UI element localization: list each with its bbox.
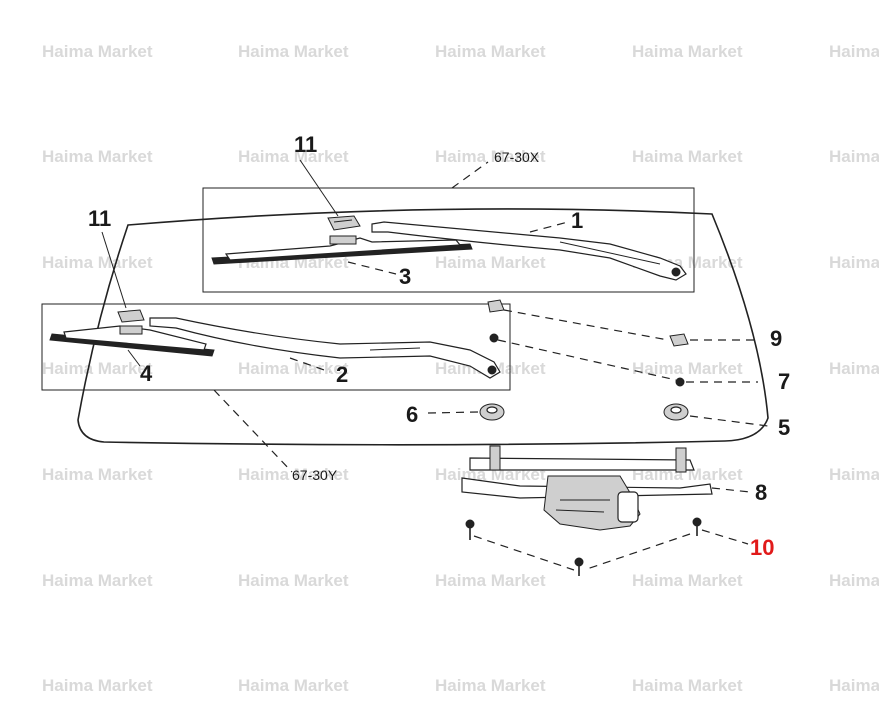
leader-8 <box>711 487 751 493</box>
leader-11a <box>299 159 339 217</box>
ref-label-upper: 67-30X <box>494 149 540 165</box>
watermark: Haima Market <box>632 359 743 378</box>
leader-2 <box>289 357 331 373</box>
callout-8: 8 <box>755 480 767 505</box>
callout-4: 4 <box>140 361 153 386</box>
watermark: Haima Market <box>435 147 546 166</box>
ref-label-lower: 67-30Y <box>292 467 338 483</box>
watermark: Haima Market <box>238 147 349 166</box>
leader-5 <box>689 415 769 427</box>
callout-1: 1 <box>571 208 583 233</box>
detail-box-lower <box>41 303 511 391</box>
watermark: Haima Market <box>435 676 546 695</box>
callout-3: 3 <box>399 264 411 289</box>
watermark: Haima Market <box>435 253 546 272</box>
leader-10 <box>473 533 691 571</box>
watermark: Haima Market <box>238 676 349 695</box>
watermark: Haima Market <box>829 465 879 484</box>
leader-upper-ref <box>451 161 489 189</box>
watermark: Haima Market <box>238 359 349 378</box>
watermark: Haima Market <box>435 42 546 61</box>
watermark: Haima Market <box>42 147 153 166</box>
callout-2: 2 <box>336 362 348 387</box>
watermark: Haima Market <box>238 42 349 61</box>
bushing-left <box>479 403 505 421</box>
wiper-arm-lower <box>149 317 501 379</box>
watermark: Haima Market <box>42 253 153 272</box>
callout-9: 9 <box>770 326 782 351</box>
watermark: Haima Market <box>829 253 879 272</box>
leader-4 <box>127 349 141 367</box>
clip-upper <box>327 215 361 231</box>
watermark: Haima Market <box>42 571 153 590</box>
leader-7 <box>497 339 677 381</box>
wiper-blade-lower <box>49 325 215 357</box>
clip-lower <box>117 309 145 323</box>
callout-5: 5 <box>778 415 790 440</box>
watermark: Haima Market <box>42 42 153 61</box>
detail-box-upper <box>202 187 695 293</box>
watermark: Haima Market <box>238 465 349 484</box>
bolt-left <box>465 519 475 540</box>
pivot-cap-upper <box>487 299 505 313</box>
windshield-outline <box>77 208 769 446</box>
watermark: Haima Market <box>829 571 879 590</box>
watermark: Haima Market <box>829 42 879 61</box>
watermark: Haima Market <box>632 571 743 590</box>
watermark: Haima Market <box>42 359 153 378</box>
nut-lower <box>675 377 685 387</box>
wiper-arm-upper <box>371 221 687 281</box>
callout-11-upper: 11 <box>294 132 317 157</box>
callout-11-lower: 11 <box>88 206 111 231</box>
leader-1 <box>529 221 569 233</box>
callout-7: 7 <box>778 369 790 394</box>
callout-10: 10 <box>750 535 774 560</box>
watermark: Haima Market <box>632 676 743 695</box>
watermark: Haima Market <box>42 465 153 484</box>
watermark: Haima Market <box>829 676 879 695</box>
watermark: Haima Market <box>42 676 153 695</box>
bushing-right <box>663 403 689 421</box>
bolt-right <box>692 517 702 536</box>
nut-upper <box>489 333 499 343</box>
watermark: Haima Market <box>829 147 879 166</box>
leader-11b <box>101 231 127 309</box>
pivot-cap-lower <box>669 333 689 347</box>
callout-6: 6 <box>406 402 418 427</box>
leader-10b <box>701 529 749 545</box>
watermark: Haima Market <box>829 359 879 378</box>
bolt-bottom <box>574 557 584 576</box>
watermark: Haima Market <box>632 42 743 61</box>
leader-6 <box>427 411 479 414</box>
leader-9 <box>503 309 669 341</box>
watermark: Haima Market <box>435 571 546 590</box>
leader-3 <box>347 261 397 275</box>
wiper-linkage-motor <box>461 445 713 531</box>
wiper-blade-upper <box>211 235 473 265</box>
watermark-layer: Haima Market Haima Market Haima Market H… <box>42 42 879 695</box>
watermark: Haima Market <box>632 147 743 166</box>
watermark: Haima Market <box>238 571 349 590</box>
leader-lower-ref <box>213 389 293 473</box>
